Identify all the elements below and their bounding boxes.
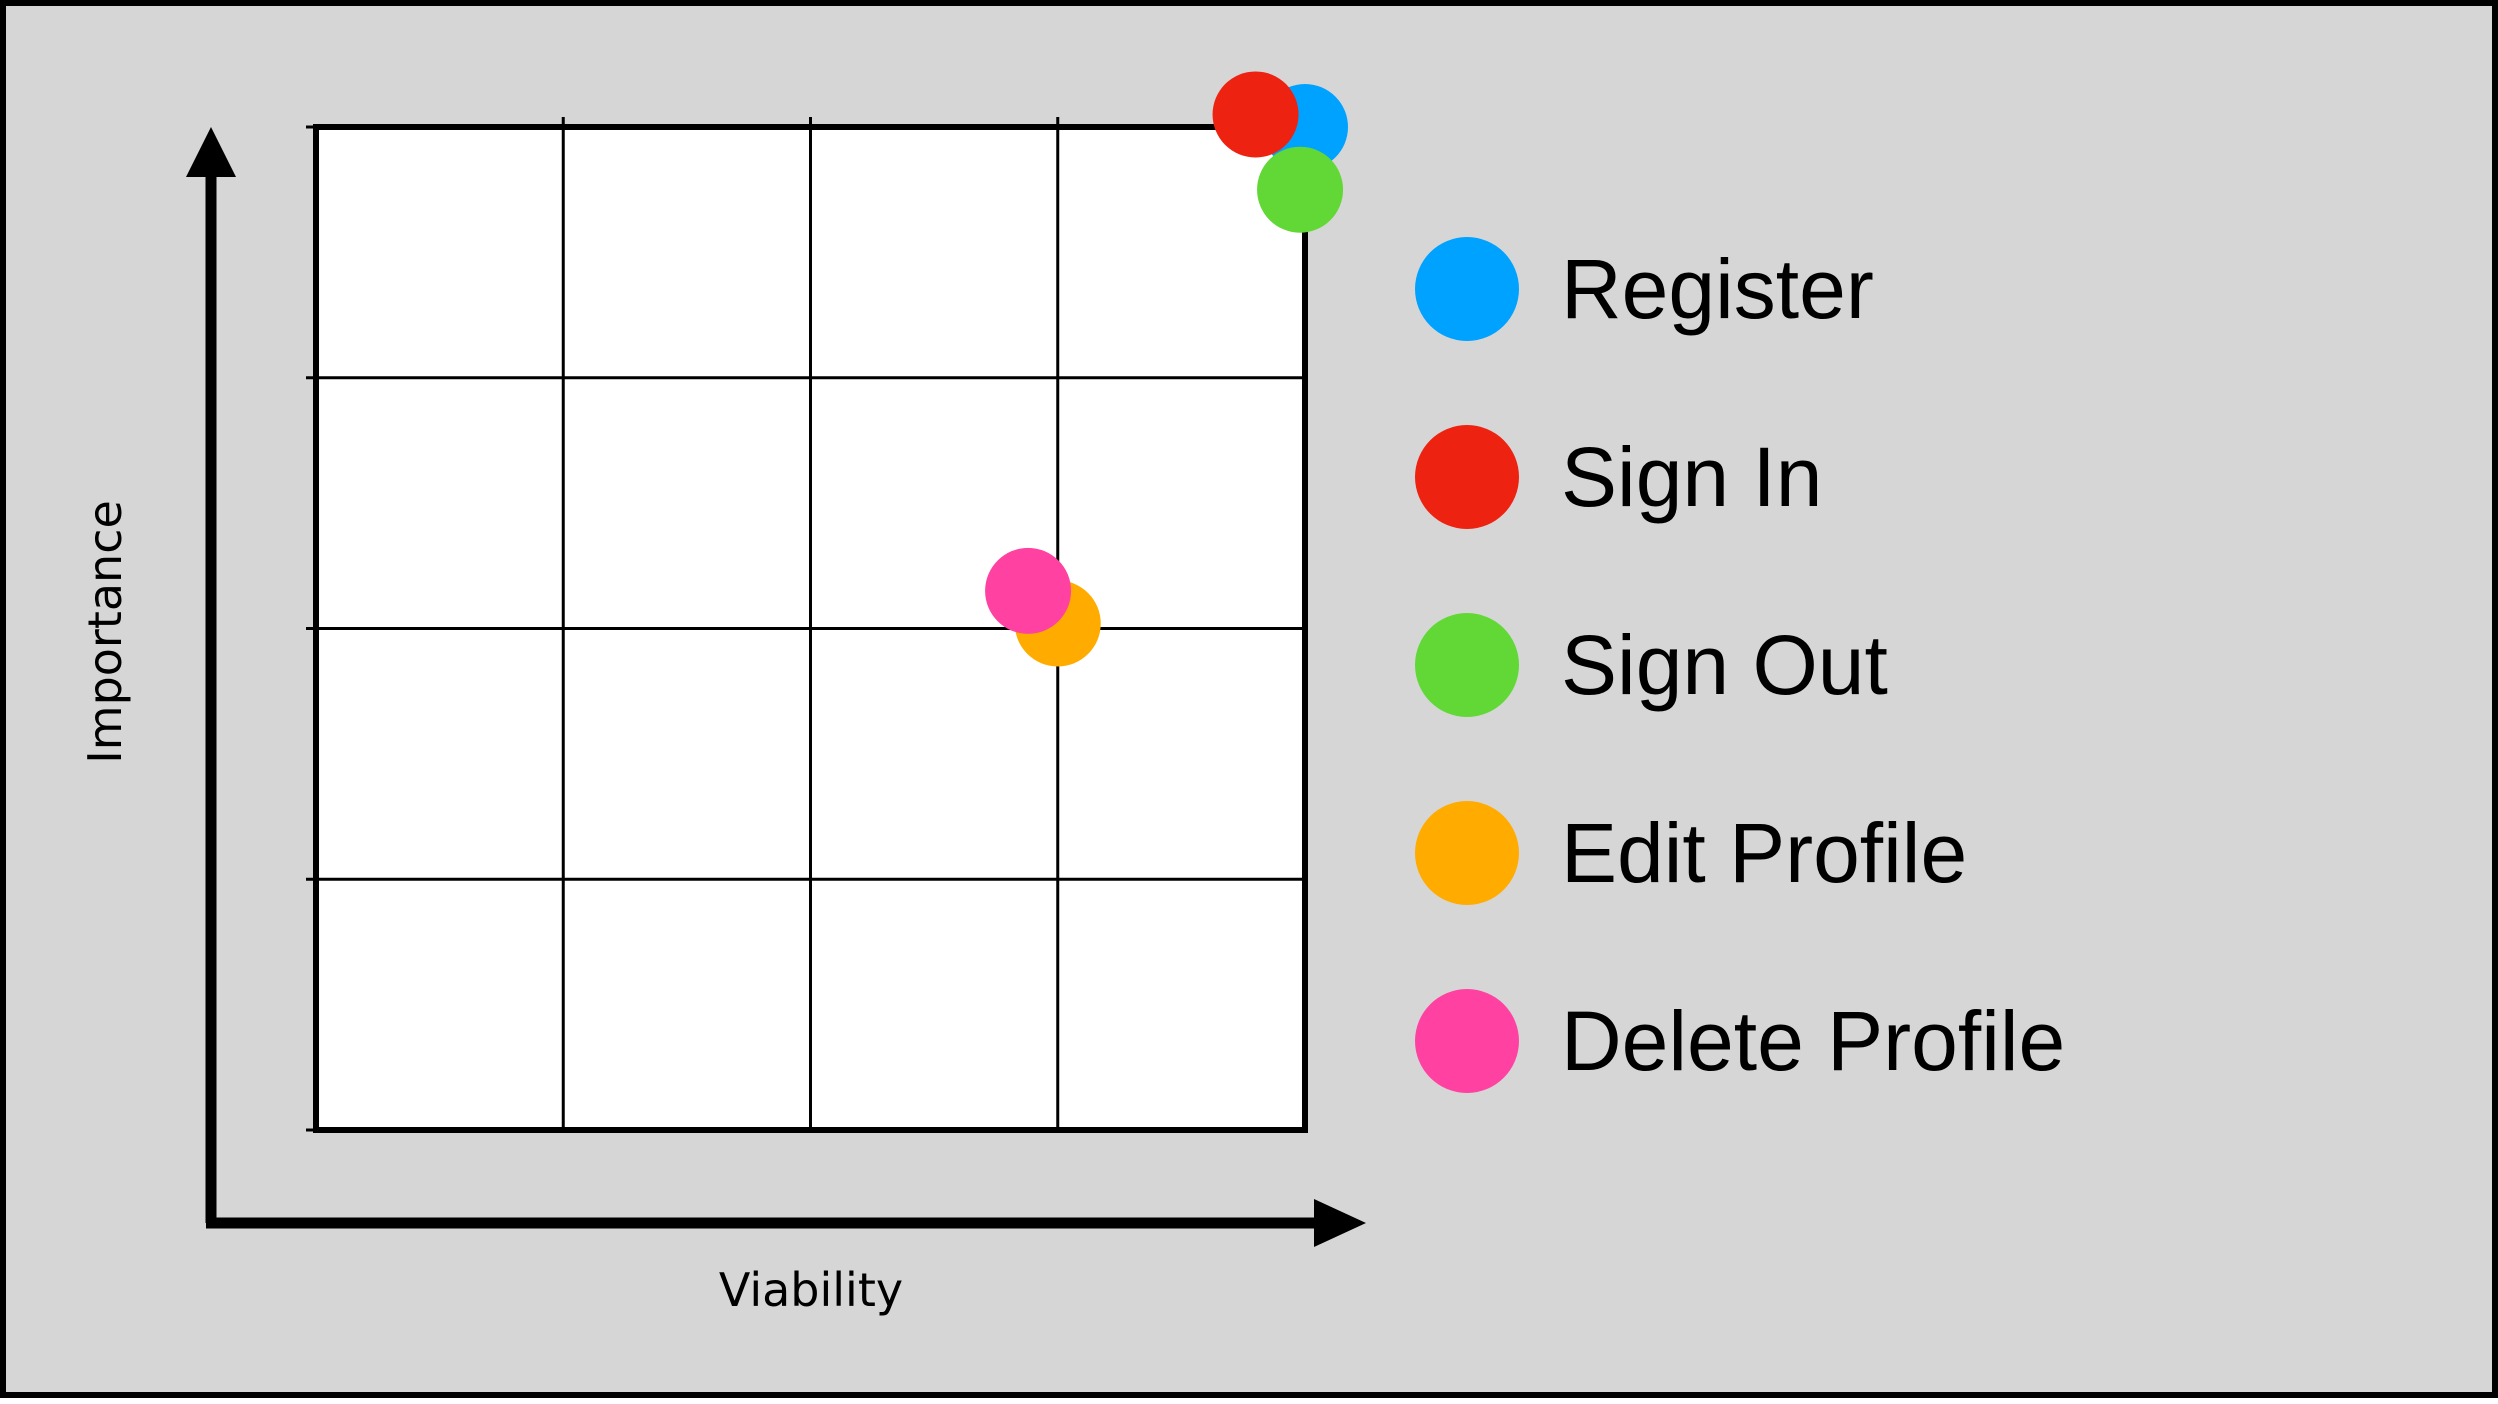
legend-marker-edit-profile — [1415, 801, 1519, 905]
point-sign-out — [1257, 146, 1344, 233]
legend-marker-delete-profile — [1415, 989, 1519, 1093]
plot-border — [313, 124, 1308, 1133]
legend-label-register: Register — [1561, 242, 1874, 336]
legend-label-sign-out: Sign Out — [1561, 618, 1888, 712]
legend-marker-sign-out — [1415, 613, 1519, 717]
legend-marker-sign-in — [1415, 425, 1519, 529]
legend-label-edit-profile: Edit Profile — [1561, 806, 1967, 900]
data-points — [985, 71, 1348, 667]
y-axis-title: Importance — [78, 500, 132, 764]
legend-label-delete-profile: Delete Profile — [1561, 994, 2065, 1088]
y-axis-arrowhead — [186, 127, 236, 177]
axes — [186, 127, 1366, 1247]
plot-area — [306, 117, 1308, 1133]
point-delete-profile — [985, 547, 1072, 634]
legend-label-sign-in: Sign In — [1561, 430, 1823, 524]
point-sign-in — [1212, 71, 1299, 158]
x-axis-arrowhead — [1314, 1199, 1366, 1247]
x-axis-title: Viability — [719, 1263, 903, 1317]
legend-marker-register — [1415, 237, 1519, 341]
